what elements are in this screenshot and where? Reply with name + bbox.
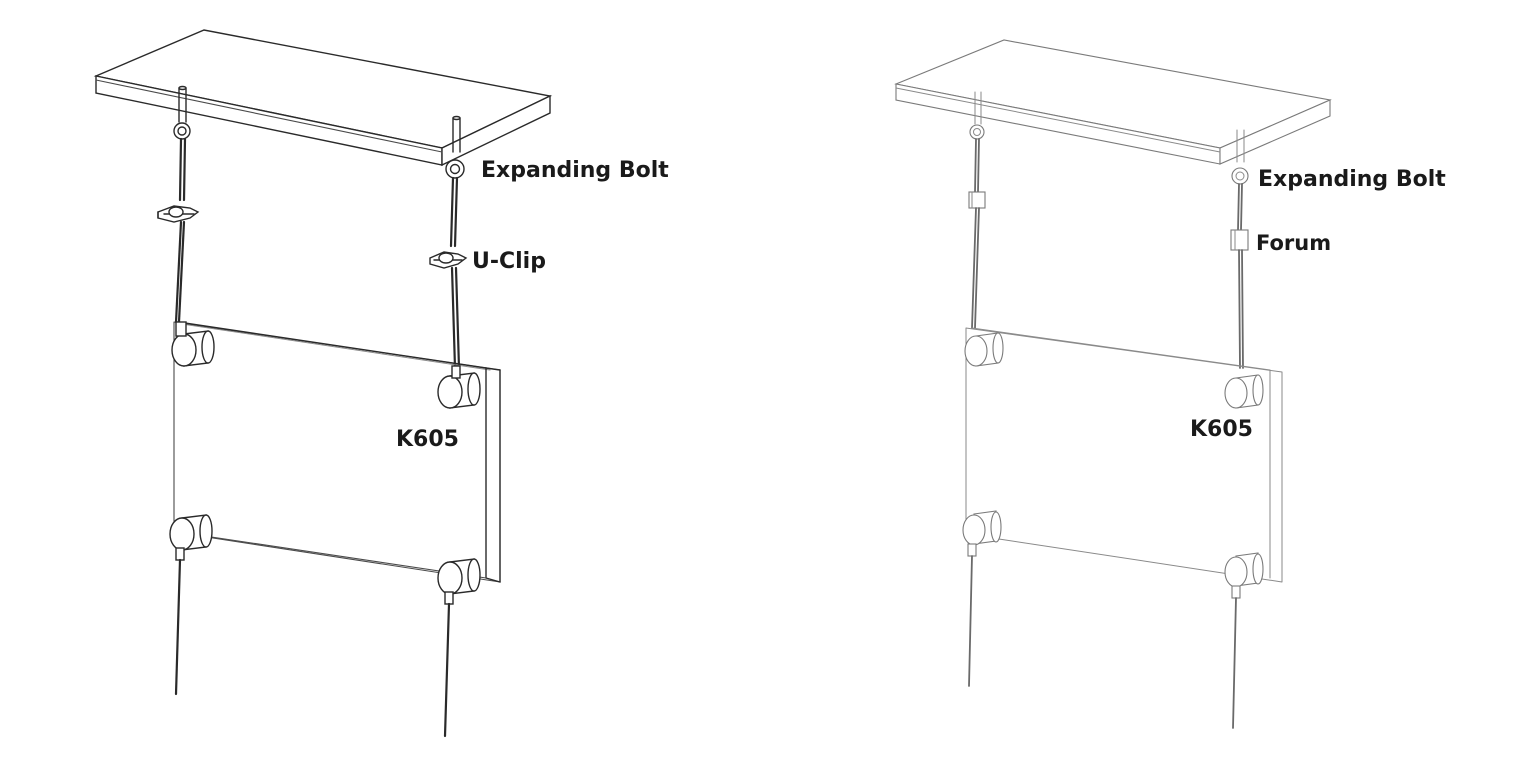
left-expanding-bolt-label: Expanding Bolt — [481, 158, 669, 183]
left-u-clip-label: U-Clip — [472, 249, 546, 274]
right-ceiling-slab — [894, 39, 1332, 165]
left-lower-wire-right — [443, 602, 451, 738]
left-expanding-bolt — [445, 159, 465, 179]
left-standoff-top-right — [437, 365, 481, 409]
left-standoff-bottom-right — [437, 558, 481, 605]
right-figure: Expanding Bolt Forum K605 — [894, 39, 1446, 729]
right-forum-label: Forum — [1256, 231, 1331, 255]
left-figure-left-hanger — [157, 85, 200, 324]
right-lower-wire-right — [1232, 597, 1237, 729]
right-k605-label: K605 — [1190, 417, 1253, 442]
right-lower-wire-left — [968, 555, 973, 687]
left-glass-panel — [173, 321, 501, 583]
right-expanding-bolt-label: Expanding Bolt — [1258, 167, 1446, 192]
left-figure: Expanding Bolt U-Clip K605 — [93, 29, 669, 738]
left-lower-wire-left — [174, 558, 182, 696]
right-expanding-bolt — [1231, 167, 1249, 185]
right-u-clip — [429, 251, 468, 269]
right-standoff-top-left — [964, 332, 1004, 367]
right-figure-right-hanger — [1230, 129, 1249, 369]
right-forum — [1230, 229, 1249, 251]
right-standoff-bottom-left — [962, 510, 1002, 557]
right-figure-left-hanger — [968, 91, 986, 329]
left-u-clip — [157, 205, 200, 223]
right-forum-left — [968, 191, 986, 209]
left-figure-right-hanger — [429, 115, 468, 370]
left-ceiling-slab — [93, 29, 553, 167]
right-standoff-bottom-right — [1224, 552, 1264, 599]
left-k605-label: K605 — [396, 427, 459, 452]
left-standoff-bottom-left — [169, 514, 213, 561]
right-standoff-top-right — [1224, 374, 1264, 409]
left-standoff-top-left — [171, 321, 215, 367]
right-glass-panel — [965, 327, 1283, 583]
